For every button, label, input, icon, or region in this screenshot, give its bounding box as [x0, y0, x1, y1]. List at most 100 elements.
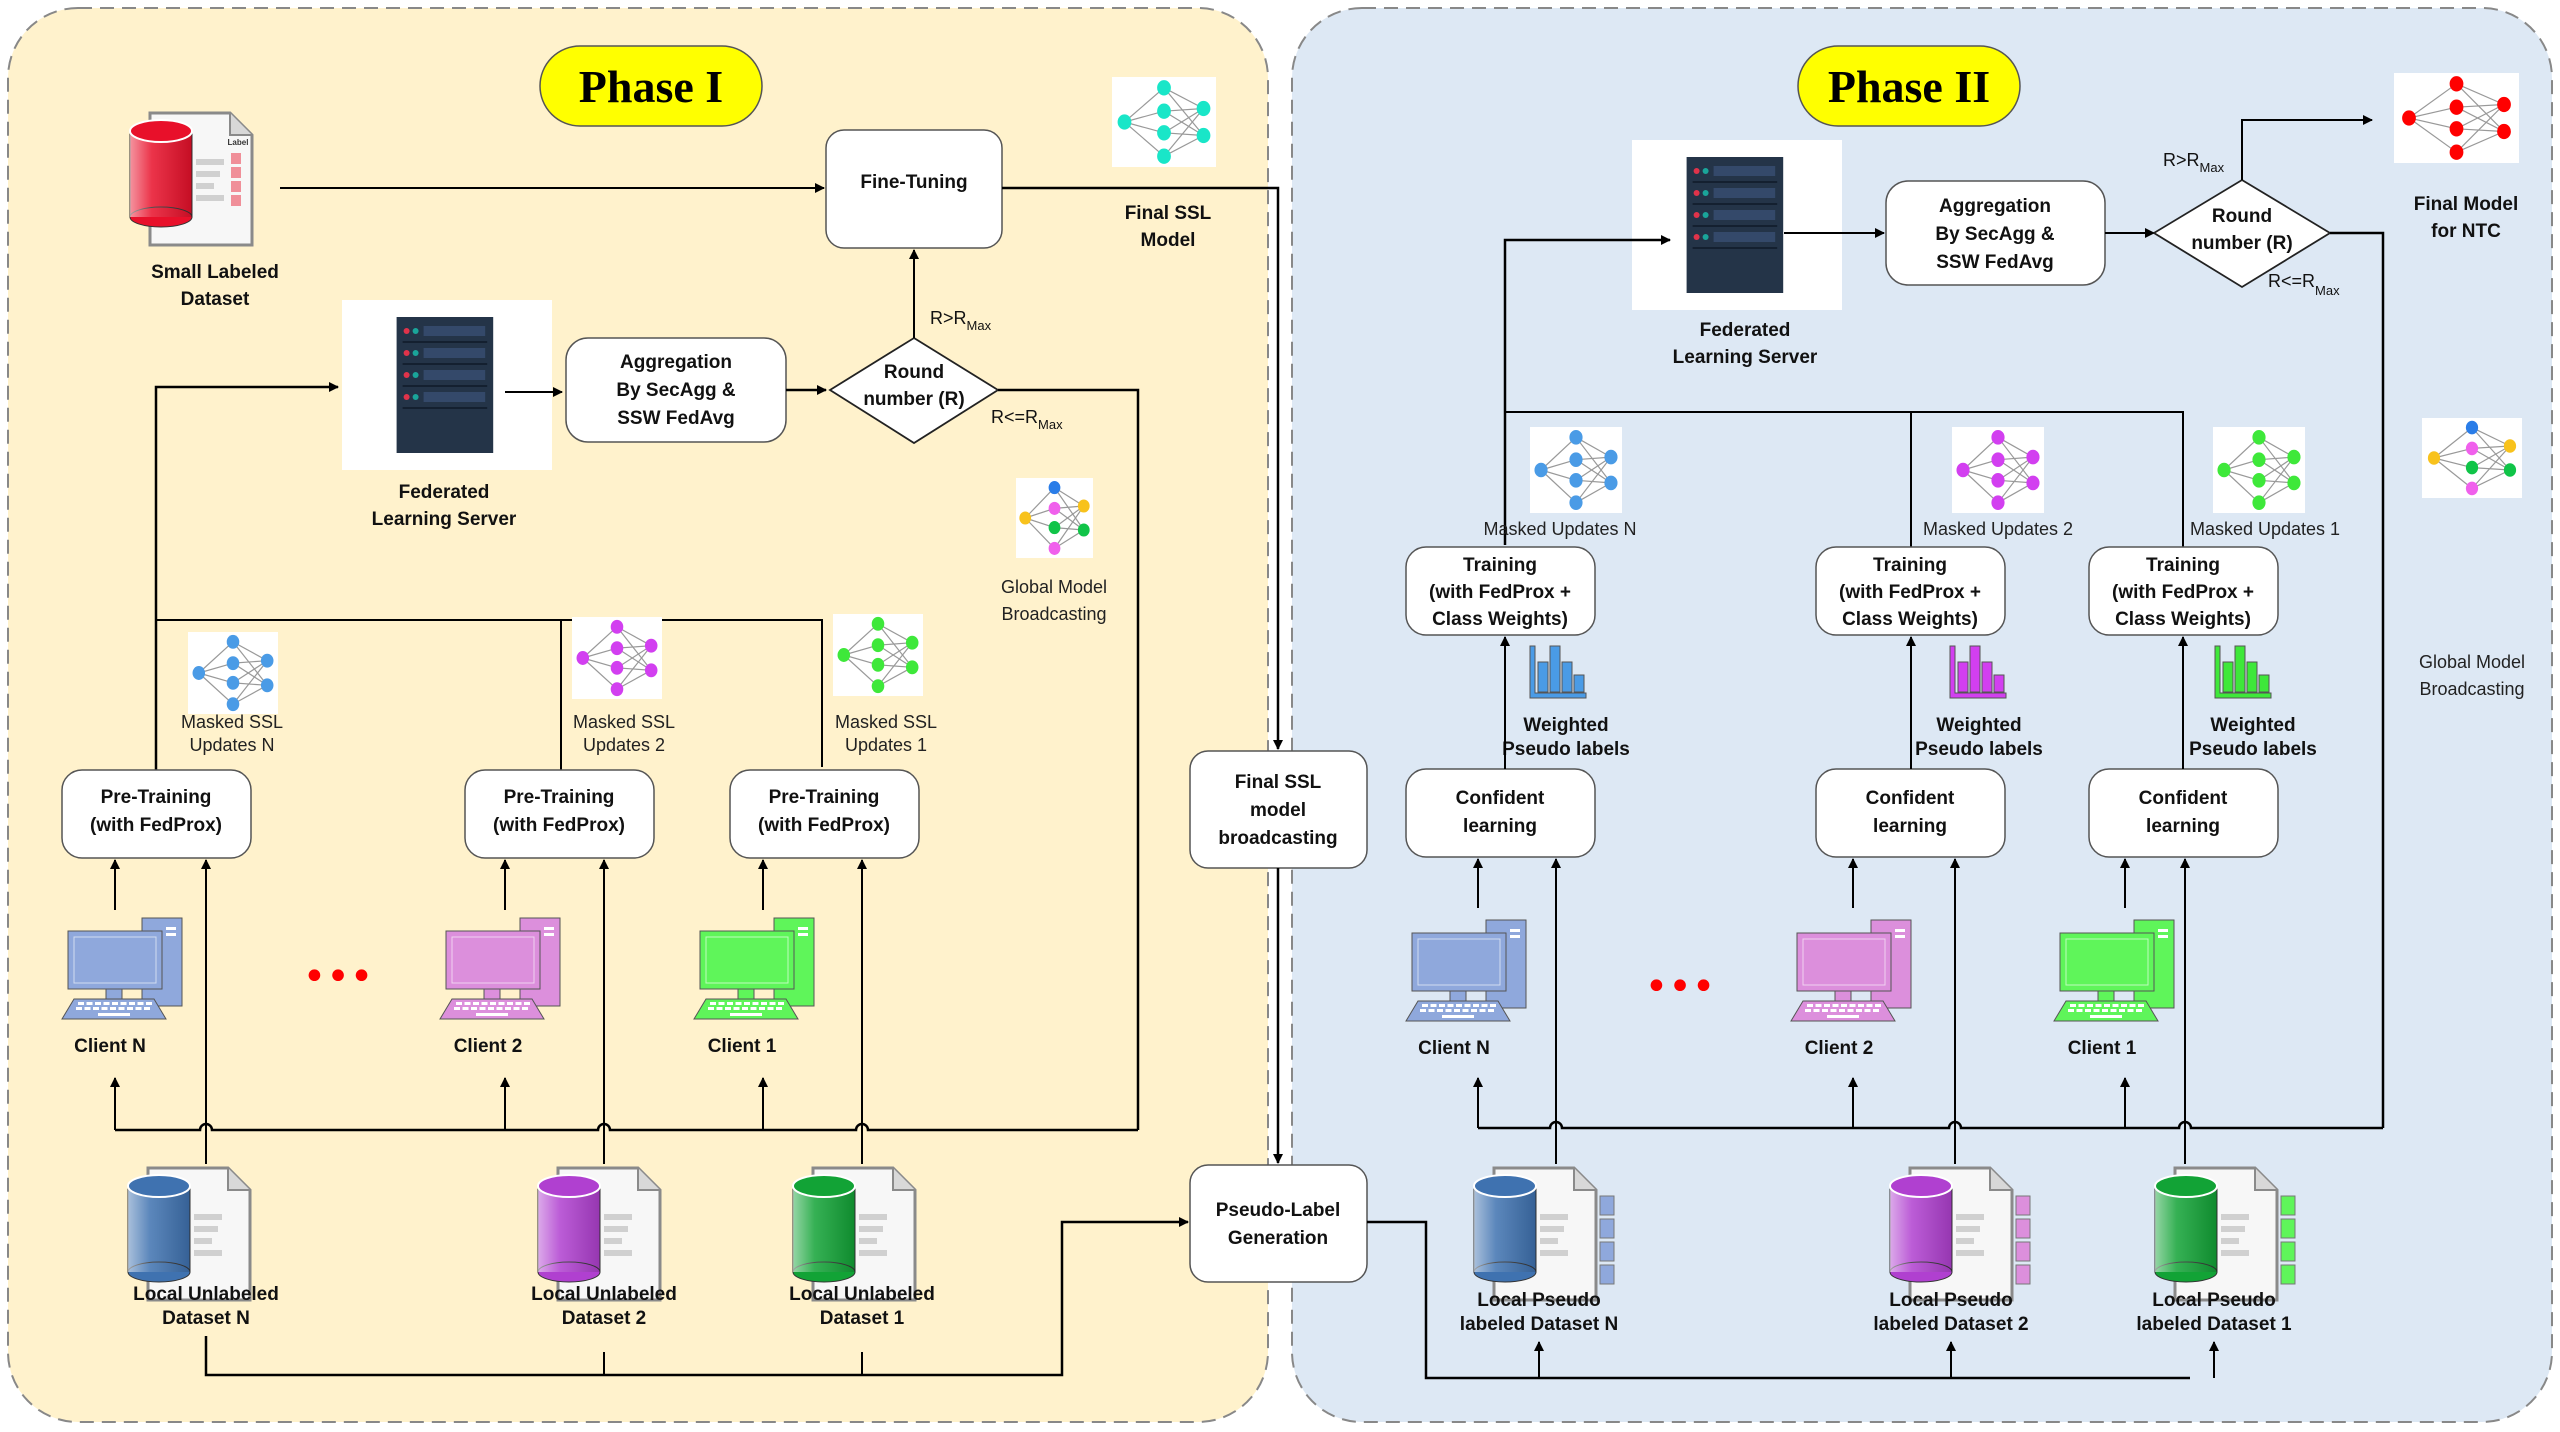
bar-chart-icon	[2214, 645, 2272, 699]
nn-node	[2497, 96, 2511, 113]
pretraining-box	[729, 769, 920, 859]
nn-node	[610, 641, 624, 656]
aggregation-label-2: By SecAgg &	[616, 380, 736, 401]
phase2-title: Phase II	[1828, 61, 1990, 112]
small-labeled-dataset-label-1: Small Labeled	[151, 262, 279, 283]
confident-label-2: learning	[2146, 816, 2220, 837]
nn-node	[1077, 523, 1090, 537]
final-ssl-model-nn-icon	[1112, 77, 1216, 167]
nn-node	[2026, 475, 2040, 491]
masked-updates-label: Masked Updates 2	[1923, 519, 2073, 539]
round-decision-diamond-phase2: Round number (R)	[2152, 178, 2332, 289]
weighted-label-1: Weighted	[1523, 715, 1608, 736]
pseudo-label-tag	[2280, 1218, 2296, 1239]
training-label-2: (with FedProx +	[2112, 582, 2254, 603]
pseudo-label-gen-label-1: Pseudo-Label	[1216, 1200, 1341, 1221]
nn-node	[1196, 127, 1211, 144]
nn-node	[2402, 110, 2416, 126]
nn-node	[2427, 451, 2441, 465]
nn-node	[905, 635, 919, 650]
masked-updates-label-2: Updates 2	[583, 735, 665, 755]
nn-node	[2026, 449, 2040, 465]
nn-node	[2465, 460, 2479, 475]
global-broadcast-label-2: Broadcasting	[1001, 604, 1106, 624]
confident-learning-box	[1405, 768, 1596, 858]
nn-node	[2252, 473, 2266, 488]
phase1-badge: Phase I	[539, 45, 763, 127]
confident-label-1: Confident	[1456, 788, 1545, 809]
nn-node	[226, 634, 240, 649]
client-computer-icon	[61, 917, 183, 1020]
dataset-label-1: Local Pseudo	[1889, 1290, 2013, 1311]
final-ssl-model-label-1: Final SSL	[1125, 203, 1212, 224]
nn-node	[192, 666, 206, 680]
cond2-le-label: R<=RMax	[2268, 271, 2340, 298]
nn-node	[610, 682, 624, 697]
weighted-label-2: Pseudo labels	[2189, 739, 2317, 760]
final-ntc-model-nn-icon	[2394, 73, 2519, 163]
nn-node	[837, 648, 851, 662]
phase1-client-N: Pre-Training(with FedProx)Masked SSLUpda…	[61, 632, 283, 1329]
training-label-3: Class Weights)	[1842, 609, 1978, 630]
client-label: Client 2	[1805, 1038, 1874, 1059]
aggregation2-label-1: Aggregation	[1939, 196, 2051, 217]
nn-node	[644, 638, 658, 653]
nn-node	[1956, 462, 1970, 478]
dataset-label-2: Dataset N	[162, 1308, 250, 1329]
pretraining-label-2: (with FedProx)	[90, 815, 222, 836]
weighted-label-2: Pseudo labels	[1915, 739, 2043, 760]
nn-node	[226, 697, 240, 712]
nn-node	[1604, 449, 1618, 465]
weighted-label-1: Weighted	[1936, 715, 2021, 736]
training-label-1: Training	[1463, 555, 1537, 576]
nn-node	[1569, 452, 1583, 467]
label-header-text: Label	[228, 138, 249, 147]
nn-node	[2503, 463, 2517, 477]
fine-tuning-label: Fine-Tuning	[860, 172, 967, 193]
nn-node	[226, 656, 240, 671]
nn-node	[610, 619, 624, 634]
nn-node	[2465, 481, 2479, 496]
database-document-icon	[537, 1166, 662, 1302]
nn-node	[1569, 495, 1583, 510]
dataset-label-2: labeled Dataset 1	[2136, 1314, 2292, 1335]
weighted-label-1: Weighted	[2210, 715, 2295, 736]
client-label: Client 2	[454, 1036, 523, 1057]
training-box	[1815, 546, 2006, 636]
pseudo-label-generation-box: Pseudo-Label Generation	[1189, 1164, 1368, 1283]
nn-node	[1117, 114, 1132, 130]
nn-node	[2217, 462, 2231, 478]
pseudo-label-tag	[2280, 1264, 2296, 1285]
round2-label-2: number (R)	[2191, 233, 2292, 254]
nn-node	[2497, 123, 2511, 140]
training-label-1: Training	[2146, 555, 2220, 576]
nn-node	[2465, 441, 2479, 456]
neural-network-icon	[2422, 418, 2522, 498]
pretraining-label-1: Pre-Training	[769, 787, 880, 808]
training-box	[2088, 546, 2279, 636]
database-document-icon	[792, 1166, 917, 1302]
nn-node	[1157, 103, 1171, 119]
masked-updates-label-1: Masked SSL	[573, 712, 675, 732]
dataset-label-1: Local Pseudo	[1477, 1290, 1601, 1311]
final-model-label-1: Final Model	[2414, 194, 2519, 215]
cond-le-label: R<=RMax	[991, 407, 1063, 432]
pseudo-label-tag	[2015, 1195, 2031, 1216]
neural-network-icon	[1530, 427, 1622, 513]
confident-label-1: Confident	[1866, 788, 1955, 809]
pretraining-label-2: (with FedProx)	[758, 815, 890, 836]
round-label-1: Round	[884, 362, 944, 383]
pretraining-label-1: Pre-Training	[504, 787, 615, 808]
client-computer-icon	[439, 917, 561, 1020]
client-label: Client N	[1418, 1038, 1490, 1059]
final-ssl-broadcast-box: Final SSL model broadcasting	[1189, 750, 1368, 869]
labeled-database-icon: Label	[129, 111, 254, 247]
bar-chart-icon	[1949, 645, 2007, 699]
dataset-label-2: Dataset 2	[562, 1308, 647, 1329]
round-label-2: number (R)	[863, 389, 964, 410]
nn-node	[871, 657, 885, 672]
global-broadcast2-label-2: Broadcasting	[2419, 679, 2524, 699]
aggregation-label-1: Aggregation	[620, 352, 732, 373]
dataset-label-2: labeled Dataset 2	[1873, 1314, 2028, 1335]
nn-node	[1196, 100, 1211, 117]
